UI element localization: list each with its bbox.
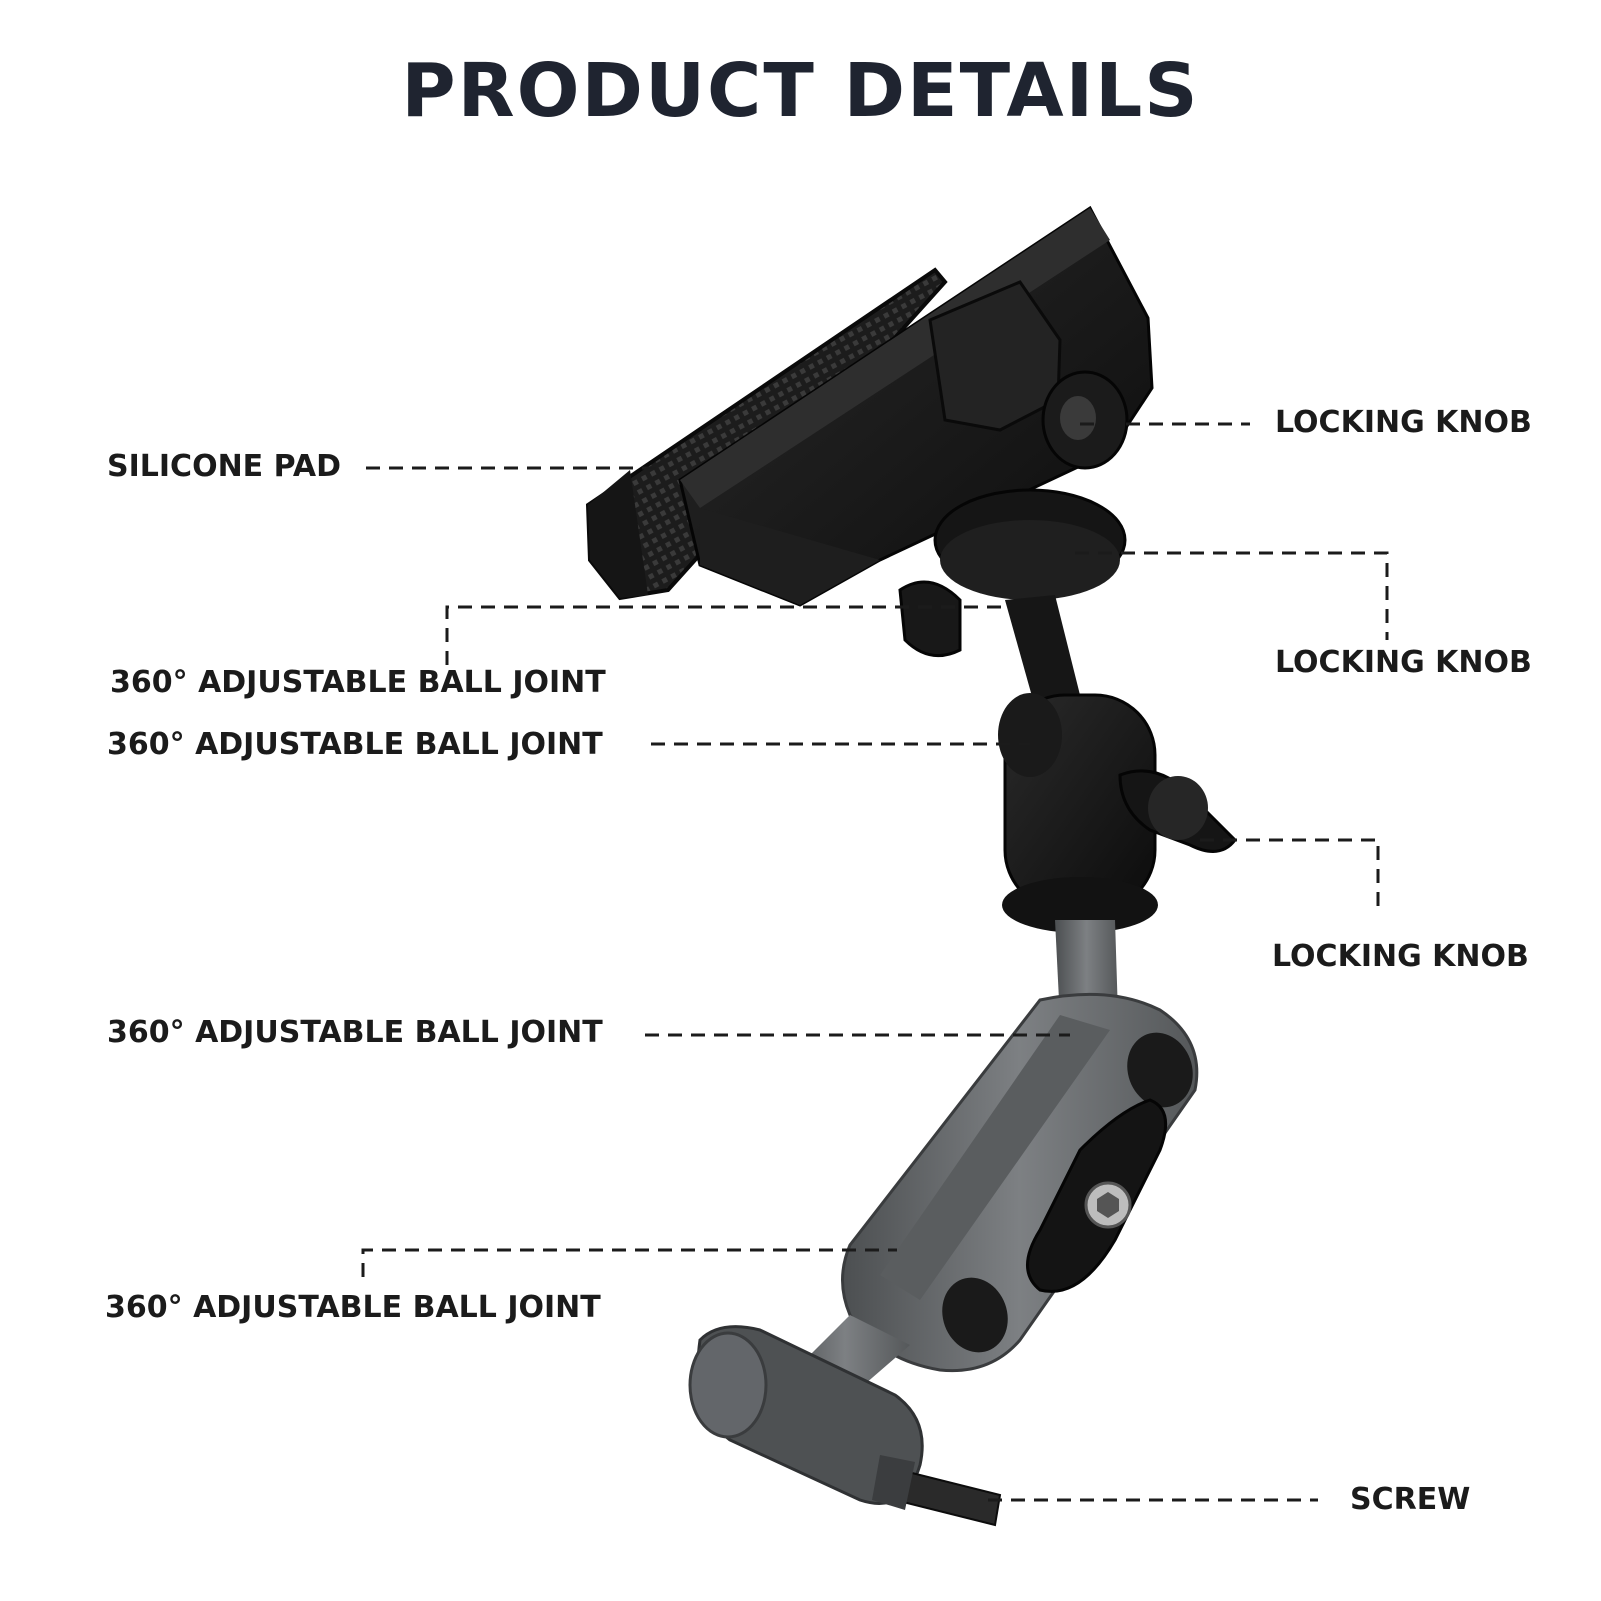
middle-joint-shape [998,693,1237,933]
label-silicone-pad: SILICONE PAD [107,449,341,484]
double-socket-arm-shape [841,992,1199,1373]
label-locking-knob-1: LOCKING KNOB [1275,405,1532,440]
ring-knob-shape [898,488,1127,658]
label-locking-knob-3: LOCKING KNOB [1272,939,1529,974]
leader-ball-joint-1 [445,605,1008,665]
upper-stem-shape [1005,595,1085,725]
label-ball-joint-1: 360° ADJUSTABLE BALL JOINT [110,665,606,700]
leader-ball-joint-4 [361,1248,897,1277]
top-knob-shape [1041,370,1129,470]
label-ball-joint-3: 360° ADJUSTABLE BALL JOINT [107,1015,603,1050]
page-title: PRODUCT DETAILS [401,48,1200,134]
label-ball-joint-2: 360° ADJUSTABLE BALL JOINT [107,727,603,762]
leader-locking-knob-2 [1075,551,1389,640]
label-ball-joint-4: 360° ADJUSTABLE BALL JOINT [105,1290,601,1325]
leader-locking-knob-3 [1200,838,1380,908]
clamp-cylinder-shape [688,1325,924,1505]
label-locking-knob-2: LOCKING KNOB [1275,645,1532,680]
screw-shape [872,1455,1002,1527]
label-screw: SCREW [1350,1482,1471,1517]
